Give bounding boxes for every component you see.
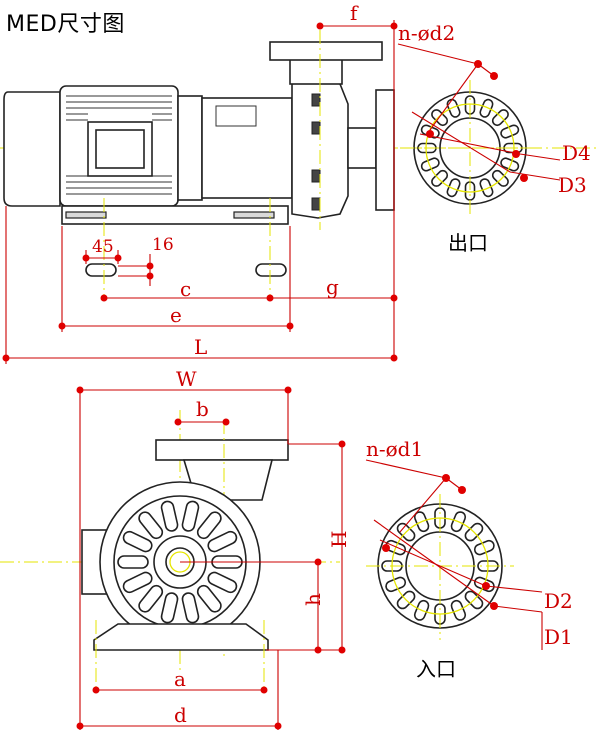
rib-slot <box>431 169 449 187</box>
rib-slot <box>491 109 509 127</box>
rib-slot <box>181 592 200 624</box>
dim-label-b: b <box>196 397 209 421</box>
dim-label-a: a <box>174 667 186 691</box>
foot-slot-left <box>85 263 117 277</box>
foot-slot-right <box>255 263 287 277</box>
side-view-dimensions <box>5 20 395 364</box>
rib-slot <box>500 157 520 172</box>
dim-label-H: H <box>327 531 351 548</box>
dim-label-d: d <box>174 703 187 727</box>
label-outlet: 出口 <box>448 231 488 255</box>
label-n-d2: n-ød2 <box>398 21 455 45</box>
dim-label-f: f <box>350 1 359 25</box>
dim-label-W: W <box>176 367 197 391</box>
rib-slot <box>196 584 222 613</box>
label-inlet: 入口 <box>416 657 456 681</box>
front-view-dim-dots <box>76 386 346 730</box>
rib-slot <box>207 530 238 553</box>
outlet-flange-side <box>269 41 383 61</box>
base-plate <box>61 205 289 225</box>
rib-slot <box>207 571 238 594</box>
inlet-nozzle <box>347 127 377 169</box>
rib-slot <box>446 98 461 118</box>
label-D1: D1 <box>544 625 573 649</box>
front-view-dimensions <box>79 389 343 730</box>
outlet-flange-view: n-ød2 D4 D3 出口 <box>397 21 591 255</box>
front-base <box>93 623 269 651</box>
rib-slot <box>122 530 153 553</box>
motor-fan-cover <box>3 91 61 207</box>
rib-slot <box>500 124 520 139</box>
label-D3: D3 <box>558 173 587 197</box>
rib-slot <box>160 592 179 624</box>
outlet-nozzle <box>289 57 343 85</box>
dim-label-g: g <box>326 275 339 299</box>
front-casing-ribs <box>117 500 243 624</box>
rib-slot <box>479 98 494 118</box>
rib-slot <box>160 500 179 532</box>
pump-bracket <box>201 97 293 199</box>
outlet-flange-front <box>155 439 289 461</box>
dim-label-c: c <box>180 277 191 301</box>
rib-slot <box>479 178 494 198</box>
motor-fins <box>66 95 172 195</box>
rib-slot <box>196 511 222 540</box>
front-view: W b H h a d <box>0 367 351 730</box>
label-D4: D4 <box>562 141 591 165</box>
rib-slot <box>181 500 200 532</box>
dim-label-e: e <box>170 303 182 327</box>
rib-slot <box>420 157 440 172</box>
rib-slot <box>117 555 149 569</box>
dim-label-h: h <box>301 593 325 606</box>
label-D2: D2 <box>544 589 573 613</box>
rib-slot <box>138 511 164 540</box>
rib-slot <box>491 169 509 187</box>
inlet-flange-view: n-ød1 D2 D1 入口 <box>365 437 573 681</box>
motor-end-bell <box>177 95 203 201</box>
label-n-d1: n-ød1 <box>366 437 423 461</box>
inlet-flange-side <box>375 89 395 211</box>
rib-slot <box>446 178 461 198</box>
dim-label-L: L <box>194 335 207 359</box>
drawing-title: MED尺寸图 <box>6 12 125 37</box>
dim-label-45: 45 <box>92 237 114 257</box>
terminal-box <box>87 121 153 177</box>
side-view: f 45 16 c g e L <box>0 1 600 364</box>
rib-slot <box>122 571 153 594</box>
rib-slot <box>138 584 164 613</box>
dim-label-16: 16 <box>152 235 174 255</box>
side-view-dim-dots <box>2 22 398 362</box>
